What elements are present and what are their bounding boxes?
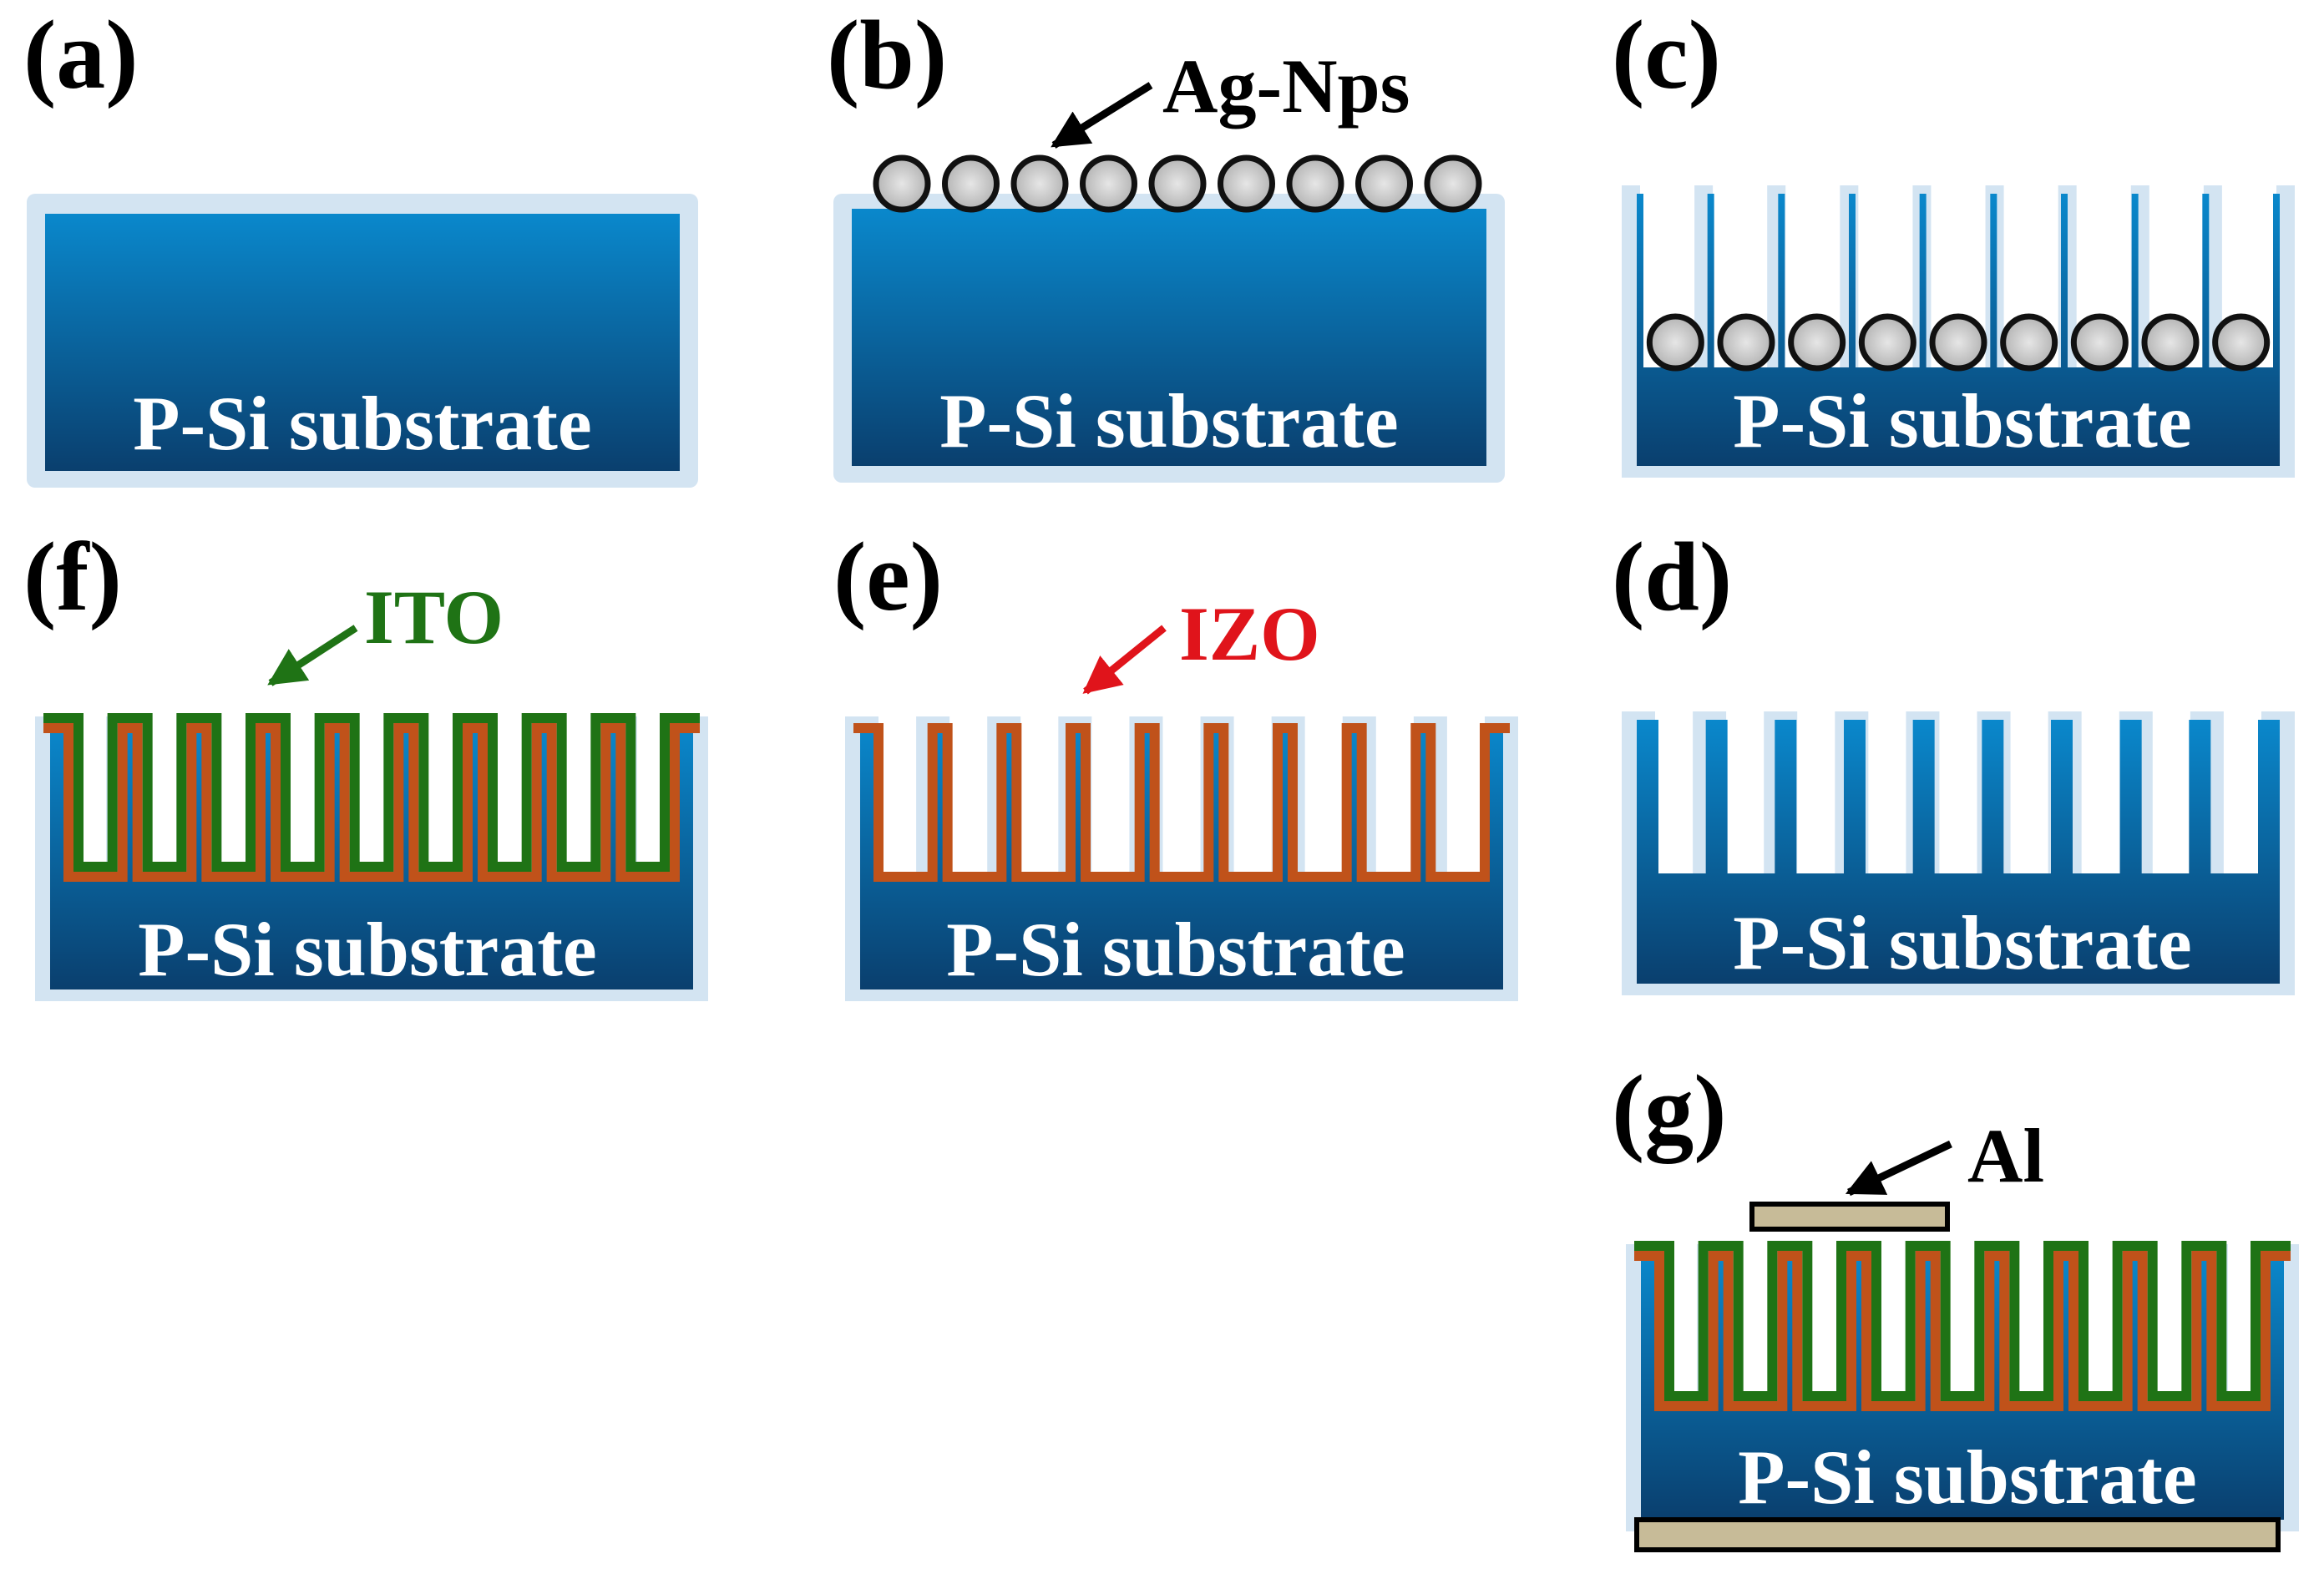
ag-nanoparticles <box>873 154 1482 213</box>
izo-label: IZO <box>1179 591 1320 676</box>
panel-e: (e) P-Si substrate IZO <box>833 522 1518 1001</box>
panel-e-pillars <box>845 716 1518 1001</box>
izo-layer <box>43 723 700 882</box>
panel-g: (g) P-Si substrate Al <box>1612 1055 2299 1552</box>
ag-nanoparticle <box>2212 313 2271 372</box>
ag-nps-label: Ag-Nps <box>1162 43 1410 129</box>
ag-nanoparticle <box>2070 313 2129 372</box>
panel-b: (b) P-Si substrate Ag-Nps <box>827 0 1505 483</box>
substrate-body <box>1637 720 2280 984</box>
ag-nanoparticle <box>1424 154 1482 213</box>
panel-b-substrate-label: P-Si substrate <box>939 378 1398 463</box>
panel-d: (d) P-Si substrate <box>1612 522 2295 995</box>
panel-f: (f) P-Si substrate ITO <box>23 522 708 1001</box>
ag-nanoparticle <box>1646 313 1704 372</box>
panel-d-label: (d) <box>1612 522 1732 631</box>
panel-f-pillars <box>35 713 708 1001</box>
ag-nanoparticle <box>1929 313 1987 372</box>
ag-nanoparticle <box>1355 154 1413 213</box>
substrate-body <box>860 725 1503 989</box>
panel-g-substrate-label: P-Si substrate <box>1738 1435 2196 1520</box>
izo-arrow <box>1082 625 1167 695</box>
panel-g-pillars <box>1626 1241 2299 1531</box>
substrate-body <box>50 725 693 989</box>
panel-c-label: (c) <box>1612 0 1721 109</box>
ag-nanoparticle <box>2141 313 2200 372</box>
al-arrow <box>1845 1140 1952 1197</box>
substrate-body <box>1637 194 2280 466</box>
panel-e-label: (e) <box>833 522 943 631</box>
panel-c-substrate-label: P-Si substrate <box>1733 378 2191 463</box>
ito-layer <box>43 713 700 872</box>
panel-b-label: (b) <box>827 0 947 109</box>
ito-layer <box>1634 1241 2291 1401</box>
ag-nanoparticles-etched <box>1646 313 2271 372</box>
panel-d-pillars <box>1622 711 2295 995</box>
panel-f-label: (f) <box>23 522 122 631</box>
panel-c-pillars <box>1622 185 2295 478</box>
izo-layer <box>853 723 1510 882</box>
al-top-electrode <box>1749 1202 1950 1232</box>
ag-nanoparticle <box>1080 154 1137 213</box>
panel-g-label: (g) <box>1612 1055 1727 1164</box>
panel-d-substrate-label: P-Si substrate <box>1733 900 2191 985</box>
izo-layer <box>1634 1251 2291 1411</box>
panel-a-substrate-label: P-Si substrate <box>133 381 591 466</box>
panel-e-substrate-label: P-Si substrate <box>946 907 1405 992</box>
ag-nanoparticle <box>1148 154 1207 213</box>
ag-nanoparticle <box>1717 313 1775 372</box>
panel-a-substrate <box>45 214 680 471</box>
ag-nps-arrow <box>1051 82 1153 149</box>
substrate-body <box>1641 1253 2284 1520</box>
ag-nanoparticle <box>1218 154 1275 213</box>
panel-c: (c) P-Si substrate <box>1612 0 2295 478</box>
al-bottom-electrode <box>1634 1517 2281 1552</box>
ag-nanoparticle <box>2000 313 2058 372</box>
ito-label: ITO <box>364 574 504 660</box>
ag-nanoparticle <box>1010 154 1069 213</box>
panel-b-substrate <box>852 209 1486 466</box>
ag-nanoparticle <box>1858 313 1916 372</box>
ag-nanoparticle <box>1286 154 1344 213</box>
ag-nanoparticle <box>942 154 1000 213</box>
al-label: Al <box>1967 1113 2044 1198</box>
panel-f-substrate-label: P-Si substrate <box>138 907 596 992</box>
ag-nanoparticle <box>873 154 931 213</box>
ito-arrow <box>267 625 358 686</box>
panel-a: (a) P-Si substrate <box>23 0 698 488</box>
panel-a-label: (a) <box>23 0 139 109</box>
ag-nanoparticle <box>1788 313 1846 372</box>
